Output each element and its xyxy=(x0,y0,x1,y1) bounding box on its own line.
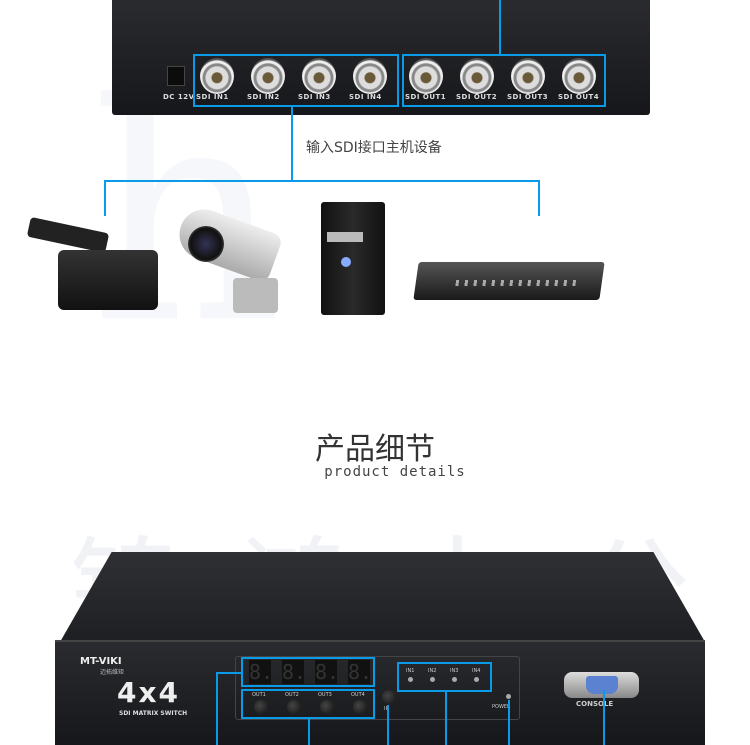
segment-digit: 8. xyxy=(348,660,373,684)
connector-line xyxy=(308,719,310,745)
camcorder-image xyxy=(26,216,163,315)
sdi-out-3-port xyxy=(511,58,545,94)
ir-receiver xyxy=(382,690,396,704)
in-led-label: IN2 xyxy=(428,668,437,674)
model-label: 4x4 xyxy=(117,676,181,709)
brand-logo-cn: 迈拓维矩 xyxy=(100,669,125,676)
section-subtitle: product details xyxy=(324,464,466,480)
connector-line xyxy=(508,700,510,745)
caption: 输入SDI接口主机设备 xyxy=(306,140,442,156)
console-label: CONSOLE xyxy=(576,700,614,708)
out-label: OUT1 xyxy=(252,692,266,698)
in-leds-box xyxy=(397,662,492,692)
in-2-led xyxy=(430,677,435,682)
segment-digit: 8. xyxy=(315,660,340,684)
out-2-button[interactable] xyxy=(287,700,301,714)
connector-line xyxy=(104,180,106,216)
connector-line xyxy=(499,0,501,55)
port-label: SDI OUT3 xyxy=(507,93,549,101)
sdi-in-2-port xyxy=(251,58,285,94)
in-3-led xyxy=(452,677,457,682)
out-3-button[interactable] xyxy=(320,700,334,714)
top-device-rear xyxy=(112,0,650,115)
control-panel xyxy=(235,656,520,720)
connector-line xyxy=(603,690,605,745)
out-label: OUT2 xyxy=(285,692,299,698)
dc-label: DC 12V xyxy=(163,93,195,101)
port-label: SDI OUT4 xyxy=(558,93,600,101)
brand-logo: MT-VIKI xyxy=(80,656,122,667)
port-label: SDI IN3 xyxy=(298,93,331,101)
segment-digit: 8. xyxy=(282,660,307,684)
in-1-led xyxy=(408,677,413,682)
in-4-led xyxy=(474,677,479,682)
console-port xyxy=(564,672,639,698)
in-led-label: IN3 xyxy=(450,668,459,674)
connector-line xyxy=(104,180,540,182)
port-label: SDI IN4 xyxy=(349,93,382,101)
connector-line xyxy=(445,692,447,745)
model-sublabel: SDI MATRIX SWITCH xyxy=(119,710,188,717)
front-device-top xyxy=(60,552,705,642)
input-ports-box xyxy=(193,54,399,107)
dvr-recorder-image xyxy=(413,262,605,300)
sdi-out-2-port xyxy=(460,58,494,94)
out-buttons-box xyxy=(241,689,375,719)
segment-digit: 8. xyxy=(249,660,274,684)
ir-label: IR xyxy=(384,706,389,712)
out-4-button[interactable] xyxy=(353,700,367,714)
power-led xyxy=(506,694,511,699)
sdi-in-1-port xyxy=(200,58,234,94)
connector-line xyxy=(216,672,242,674)
segment-display-box xyxy=(241,657,375,687)
in-led-label: IN4 xyxy=(472,668,481,674)
security-camera-image xyxy=(172,202,284,318)
out-label: OUT3 xyxy=(318,692,332,698)
port-label: SDI OUT2 xyxy=(456,93,498,101)
port-label: SDI IN2 xyxy=(247,93,280,101)
desktop-pc-image xyxy=(321,202,385,315)
sdi-out-1-port xyxy=(409,58,443,94)
connector-line xyxy=(538,180,540,216)
out-1-button[interactable] xyxy=(254,700,268,714)
dc-jack xyxy=(167,66,185,86)
sdi-in-4-port xyxy=(353,58,387,94)
sdi-in-3-port xyxy=(302,58,336,94)
connector-line xyxy=(216,672,218,745)
in-led-label: IN1 xyxy=(406,668,415,674)
sdi-out-4-port xyxy=(562,58,596,94)
port-label: SDI IN1 xyxy=(196,93,229,101)
connector-line xyxy=(291,107,293,181)
port-label: SDI OUT1 xyxy=(405,93,447,101)
out-label: OUT4 xyxy=(351,692,365,698)
section-title: 产品细节 xyxy=(315,432,435,467)
power-label: POWER xyxy=(492,704,511,710)
output-ports-box xyxy=(402,54,606,107)
connector-line xyxy=(387,705,389,745)
